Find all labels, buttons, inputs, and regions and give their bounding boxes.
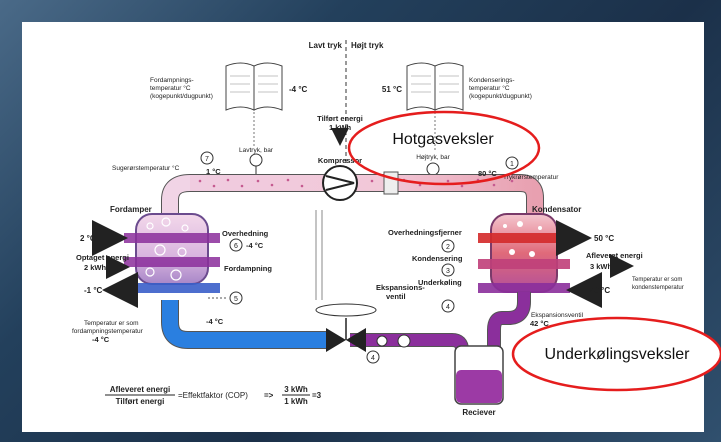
cond-energy-value: 3 kWh bbox=[590, 262, 613, 271]
overheat-temp: -4 °C bbox=[246, 241, 264, 250]
suction-pipe bbox=[170, 183, 190, 215]
valve-label: Ekspansionsventil bbox=[531, 312, 584, 319]
suction-label: Sugerørstemperatur °C bbox=[112, 164, 180, 172]
cond-temp-value: 51 °C bbox=[382, 85, 402, 94]
low-gauge-label: Lavtryk, bar bbox=[239, 147, 274, 154]
evap-out-temp: -1 °C bbox=[84, 286, 103, 295]
subcooling-label: Underkøling bbox=[418, 278, 462, 287]
expansion-label-2: ventil bbox=[386, 292, 406, 301]
cond-temp-label-3: (kogepunkt/dugpunkt) bbox=[469, 93, 532, 100]
point-5-number: 5 bbox=[234, 296, 238, 303]
receiver-liquid bbox=[456, 370, 502, 403]
evap-temp-label-3: (kogepunkt/dugpunkt) bbox=[150, 93, 213, 100]
point-4-number: 4 bbox=[446, 304, 450, 311]
condenser-title: Kondensator bbox=[532, 205, 581, 214]
pipe-temp: -4 °C bbox=[206, 317, 224, 326]
cond-temp-label-1: Kondenserings- bbox=[469, 77, 515, 84]
formula-bottom: Tilført energi bbox=[116, 397, 165, 406]
point-1-number: 1 bbox=[510, 161, 514, 168]
evap-temp-label-2: temperatur °C bbox=[150, 84, 191, 92]
cond-temp-label-2: temperatur °C bbox=[469, 84, 510, 92]
right-book-icon bbox=[407, 63, 463, 110]
evap-note-2: fordampningstemperatur bbox=[72, 328, 144, 335]
condenser-body bbox=[491, 214, 557, 292]
formula-result: =3 bbox=[312, 391, 322, 400]
subcool-callout: Underkølingsveksler bbox=[545, 346, 691, 363]
evap-energy-value: 2 kWh bbox=[84, 263, 107, 272]
sight-glass-icon bbox=[377, 336, 387, 346]
energy-in-label: Tilført energi bbox=[317, 114, 363, 123]
evaporation-label: Fordampning bbox=[224, 264, 272, 273]
high-gauge-label: Højtryk, bar bbox=[416, 154, 450, 161]
point-3-number: 3 bbox=[446, 268, 450, 275]
high-pressure-gauge-icon bbox=[427, 163, 439, 175]
cond-note-2: kondenstemperatur bbox=[632, 285, 684, 291]
high-pressure-label: Højt tryk bbox=[351, 41, 384, 50]
formula-eq: =Effektfaktor (COP) bbox=[178, 391, 248, 400]
point-7-number: 7 bbox=[205, 156, 209, 163]
hotgas-callout-ring bbox=[349, 112, 539, 184]
discharge-label: Trykrørstemperatur bbox=[503, 174, 559, 181]
energy-in-value: 1 kWh bbox=[329, 123, 352, 132]
cond-note-1: Temperatur er som bbox=[632, 277, 682, 283]
low-pressure-label: Lavt tryk bbox=[309, 41, 343, 50]
evap-energy-label: Optaget energi bbox=[76, 253, 129, 262]
formula-arrow: => bbox=[264, 391, 274, 400]
hotgas-callout: Hotgasveksler bbox=[392, 131, 494, 148]
discharge-temp: 80 °C bbox=[478, 169, 497, 178]
hot-gas-pipe bbox=[190, 183, 535, 214]
formula-top: Afleveret energi bbox=[110, 385, 170, 394]
formula-top2: 3 kWh bbox=[284, 385, 308, 394]
evap-note-1: Temperatur er som bbox=[84, 320, 139, 327]
low-pressure-gauge-icon bbox=[250, 154, 262, 166]
filter-icon bbox=[398, 335, 410, 347]
evap-in-temp: 2 °C bbox=[80, 234, 96, 243]
left-book-icon bbox=[226, 63, 282, 110]
expansion-sensor bbox=[316, 304, 376, 316]
evap-note-value: -4 °C bbox=[92, 335, 110, 344]
overheat-label: Overhedning bbox=[222, 229, 269, 238]
evaporator-title: Fordamper bbox=[110, 205, 152, 214]
desuperheater-label: Overhedningsfjerner bbox=[388, 228, 462, 237]
cond-out-temp: 50 °C bbox=[594, 234, 614, 243]
condensing-label: Kondensering bbox=[412, 254, 463, 263]
point-2-number: 2 bbox=[446, 244, 450, 251]
receiver-label: Reciever bbox=[462, 408, 495, 417]
point-4b-number: 4 bbox=[371, 355, 375, 362]
cond-energy-label: Afleveret energi bbox=[586, 251, 643, 260]
point-6-number: 6 bbox=[234, 243, 238, 250]
suction-temp: 1 °C bbox=[206, 167, 221, 176]
evap-temp-value: -4 °C bbox=[289, 85, 308, 94]
cold-pipe bbox=[170, 300, 330, 340]
formula-bottom2: 1 kWh bbox=[284, 397, 308, 406]
evap-temp-label: Fordampnings- bbox=[150, 77, 194, 84]
cond-in-temp: 40 °C bbox=[590, 286, 610, 295]
